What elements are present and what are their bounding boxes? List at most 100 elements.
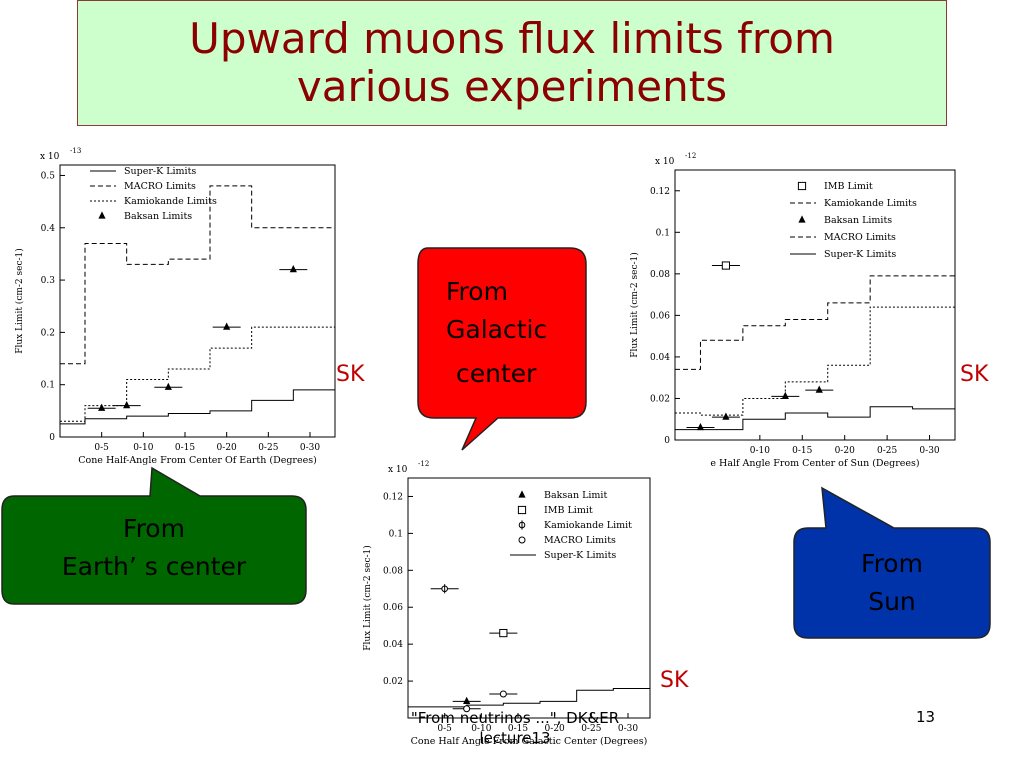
slide-title-box: Upward muons flux limits from various ex… [77, 0, 947, 126]
axis-scale-exponent: -12 [418, 460, 429, 468]
legend-label: MACRO Limits [124, 181, 196, 192]
data-point [98, 403, 106, 411]
x-tick-label: 0-15 [175, 443, 195, 453]
y-tick-label: 0.12 [650, 187, 670, 197]
footer-page-number: 13 [916, 708, 936, 726]
data-point [289, 265, 297, 273]
y-tick-label: 0.02 [383, 677, 403, 687]
axis-scale-exponent: -13 [70, 147, 81, 155]
legend-label: MACRO Limits [544, 535, 616, 546]
legend-label: Baksan Limits [124, 211, 192, 222]
y-tick-label: 0.04 [650, 353, 670, 363]
x-tick-label: 0-30 [300, 443, 320, 453]
series-3 [430, 584, 459, 594]
y-tick-label: 0.2 [41, 328, 55, 338]
axis-scale-label: x 10 [655, 157, 675, 167]
callout-earth-line2: Earth’ s center [62, 552, 247, 581]
legend-label: Kamiokande Limit [544, 520, 632, 531]
x-tick-label: 0-20 [217, 443, 237, 453]
series-line [675, 406, 955, 431]
x-tick-label: 0-20 [835, 446, 855, 456]
x-tick-label: 0-5 [437, 724, 452, 734]
x-axis-label: Cone Half-Angle From Center Of Earth (De… [78, 455, 317, 466]
callout-sun-line1: From [861, 549, 923, 578]
plot-area [674, 169, 956, 441]
callout-galactic-line1: From [446, 277, 508, 306]
y-tick-label: 0.4 [41, 224, 56, 234]
callout-earth-line1: From [123, 514, 185, 543]
series-line [60, 389, 335, 425]
data-point [815, 385, 823, 393]
legend-marker [797, 181, 807, 191]
series-1 [60, 185, 335, 365]
callout-sun: From Sun [793, 486, 991, 639]
x-tick-label: 0-10 [471, 724, 491, 734]
sk-label-sun: SK [960, 362, 989, 387]
legend-marker [518, 536, 526, 544]
series-2 [60, 326, 335, 422]
legend-marker [798, 215, 806, 223]
x-tick-label: 0-15 [508, 724, 528, 734]
callout-earth: From Earth’ s center [1, 466, 307, 605]
legend-label: Kamiokande Limits [824, 198, 917, 209]
y-tick-label: 0.1 [389, 529, 403, 539]
x-tick-label: 0-5 [94, 443, 109, 453]
x-tick-label: 0-30 [919, 446, 939, 456]
y-tick-label: 0.02 [650, 394, 670, 404]
series-2 [489, 628, 518, 638]
axis-scale-label: x 10 [40, 152, 60, 162]
footer-citation-line2: lecture13 [479, 729, 551, 747]
y-axis-label: Flux Limit (cm-2 sec-1) [629, 252, 640, 358]
footer-citation-line1: "From neutrinos ...", DK&ER [410, 709, 620, 727]
y-tick-label: 0 [664, 436, 670, 446]
y-tick-label: 0.06 [650, 311, 670, 321]
series-1 [675, 275, 955, 370]
callout-sun-shape [793, 486, 991, 639]
legend-label: Super-K Limits [124, 166, 196, 177]
series-line [675, 275, 955, 370]
x-axis-label: e Half Angle From Center of Sun (Degrees… [710, 458, 919, 469]
plot-area [59, 164, 336, 438]
plot-frame [407, 477, 651, 719]
y-tick-label: 0 [49, 433, 55, 443]
y-axis-label: Flux Limit (cm-2 sec-1) [15, 248, 25, 354]
series-0 [60, 389, 335, 425]
legend-label: MACRO Limits [824, 232, 896, 243]
legend-label: Kamiokande Limits [124, 196, 217, 207]
legend-marker [517, 505, 527, 515]
series-3 [686, 385, 834, 431]
y-tick-label: 0.08 [650, 270, 670, 280]
x-tick-label: 0-25 [581, 724, 601, 734]
callout-galactic-shape [417, 247, 587, 451]
series-4 [711, 261, 740, 270]
data-point [499, 690, 507, 698]
series-1 [452, 696, 481, 704]
series-3 [87, 265, 308, 411]
y-tick-label: 0.1 [41, 381, 55, 391]
callout-galactic-line3: center [456, 359, 537, 388]
legend-label: Baksan Limit [544, 490, 607, 501]
legend-label: IMB Limit [824, 181, 873, 192]
callout-sun-line2: Sun [868, 587, 916, 616]
footer-citation: "From neutrinos ...", DK&ER lecture13 [380, 708, 650, 748]
x-tick-label: 0-25 [258, 443, 278, 453]
data-point [463, 696, 471, 704]
series-line [60, 185, 335, 365]
plot-area [407, 477, 651, 719]
callout-earth-shape [1, 466, 307, 605]
legend-label: Baksan Limits [824, 215, 892, 226]
legend-marker [98, 211, 106, 219]
y-tick-label: 0.1 [656, 228, 670, 238]
data-point [164, 382, 172, 390]
series-line [60, 326, 335, 422]
data-point [463, 705, 471, 713]
x-tick-label: 0-15 [792, 446, 812, 456]
legend-label: Super-K Limits [544, 550, 616, 561]
x-tick-label: 0-25 [877, 446, 897, 456]
series-line [675, 306, 955, 416]
